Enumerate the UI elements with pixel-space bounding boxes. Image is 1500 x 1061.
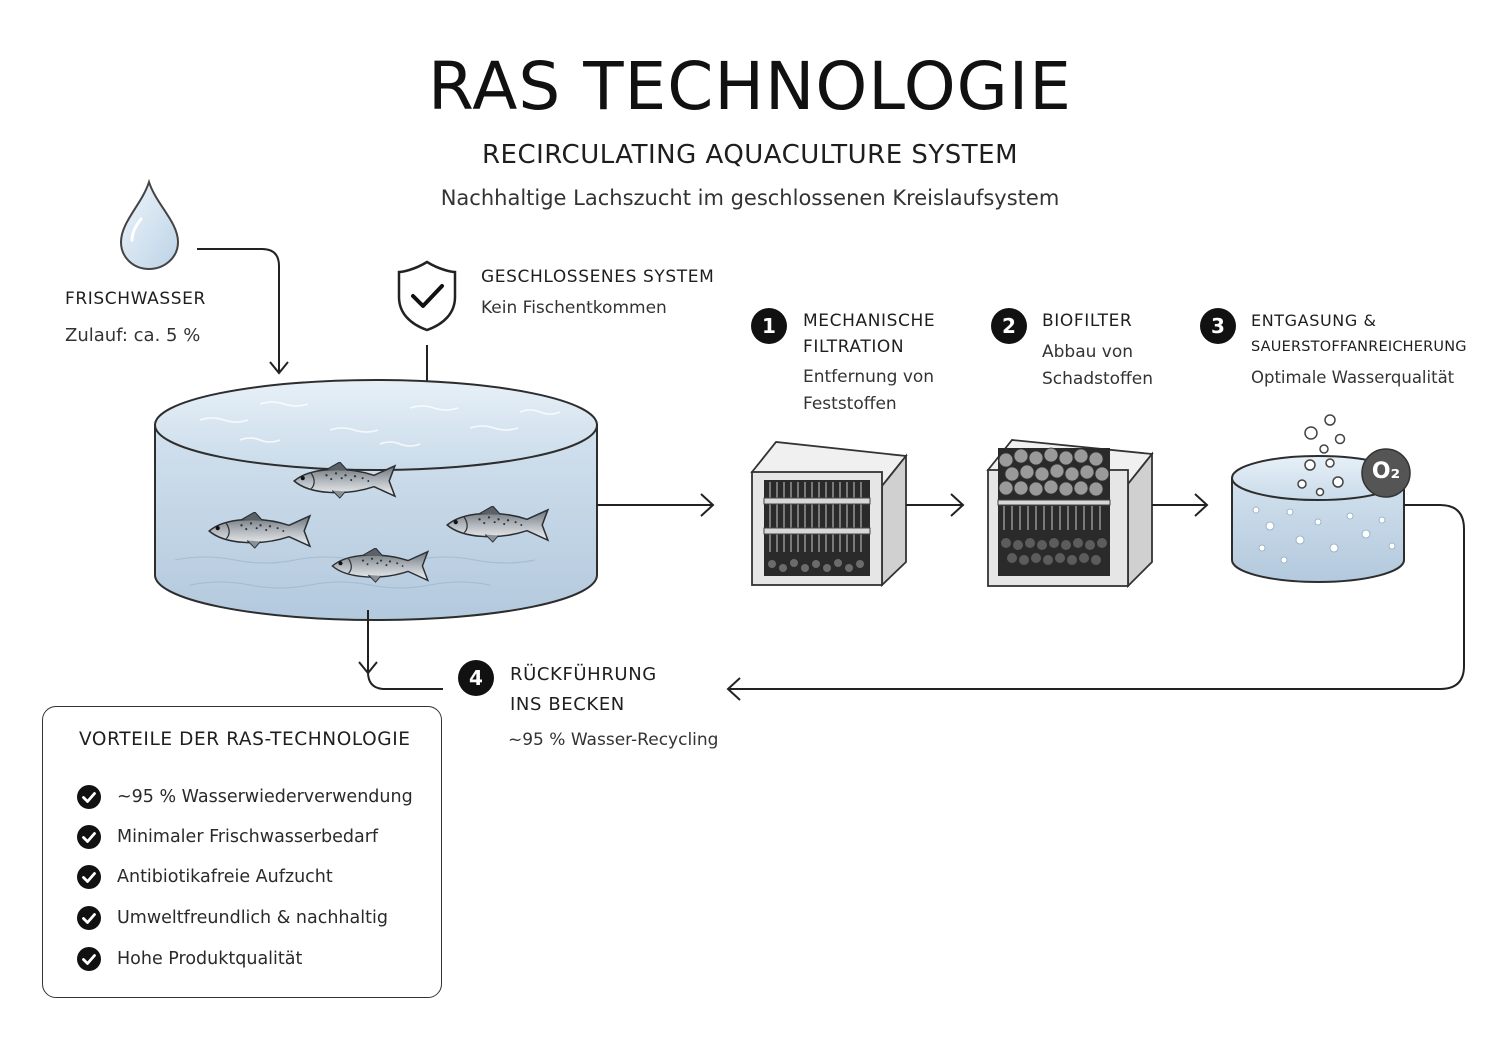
arrow-right-icon bbox=[1194, 493, 1209, 517]
step-2-description: Abbau von Schadstoffen bbox=[1042, 339, 1153, 393]
step-badge-2: 2 bbox=[991, 308, 1027, 344]
fish-tank bbox=[154, 379, 598, 621]
benefit-text: Umweltfreundlich & nachhaltig bbox=[117, 908, 388, 928]
benefits-title: VORTEILE DER RAS-TECHNOLOGIE bbox=[79, 729, 411, 750]
page-tagline: Nachhaltige Lachszucht im geschlossenen … bbox=[440, 186, 1060, 210]
fresh-water-inflow-line bbox=[197, 248, 280, 372]
step-badge-1: 1 bbox=[751, 308, 787, 344]
step-1-desc-line2: Feststoffen bbox=[803, 394, 897, 414]
oxygenation-tank-icon bbox=[1231, 414, 1411, 583]
mechanical-filter-icon bbox=[750, 441, 908, 588]
biofilter-icon bbox=[986, 439, 1154, 589]
shield-check-icon bbox=[397, 260, 457, 332]
water-drop-icon bbox=[119, 178, 180, 271]
arrow-left-icon bbox=[726, 677, 741, 701]
check-circle-icon bbox=[77, 865, 101, 889]
step-1-title-line1: MECHANISCHE bbox=[803, 311, 936, 331]
benefit-item: ~95 % Wasserwiederverwendung bbox=[77, 782, 413, 812]
fresh-water-detail: Zulauf: ca. 5 % bbox=[65, 325, 201, 346]
step-badge-4: 4 bbox=[458, 660, 494, 696]
step-2-desc-line2: Schadstoffen bbox=[1042, 369, 1153, 389]
step-1-description: Entfernung von Feststoffen bbox=[803, 364, 934, 418]
closed-system-detail: Kein Fischentkommen bbox=[481, 298, 667, 318]
step-4-description: ~95 % Wasser-Recycling bbox=[508, 730, 719, 750]
fresh-water-inflow-arrow-icon bbox=[269, 361, 289, 375]
step-2-title: BIOFILTER bbox=[1042, 311, 1133, 331]
closed-system-label: GESCHLOSSENES SYSTEM bbox=[481, 267, 715, 287]
arrow-right-icon bbox=[700, 493, 715, 517]
step-3-description: Optimale Wasserqualität bbox=[1251, 368, 1455, 387]
check-circle-icon bbox=[77, 825, 101, 849]
check-circle-icon bbox=[77, 785, 101, 809]
step-2-desc-line1: Abbau von bbox=[1042, 342, 1134, 362]
benefit-item: Antibiotikafreie Aufzucht bbox=[77, 862, 333, 892]
arrow-right-icon bbox=[950, 493, 965, 517]
step-1-desc-line1: Entfernung von bbox=[803, 367, 935, 387]
step-4-title-line1: RÜCKFÜHRUNG bbox=[510, 664, 657, 685]
benefit-item: Umweltfreundlich & nachhaltig bbox=[77, 903, 388, 933]
step-4-title: RÜCKFÜHRUNG INS BECKEN bbox=[510, 660, 657, 720]
benefits-panel: VORTEILE DER RAS-TECHNOLOGIE ~95 % Wasse… bbox=[42, 706, 442, 998]
oxygen-label: O₂ bbox=[1371, 459, 1401, 484]
fresh-water-label: FRISCHWASSER bbox=[65, 289, 206, 309]
page-subtitle: RECIRCULATING AQUACULTURE SYSTEM bbox=[481, 140, 1019, 170]
step-3-title: ENTGASUNG & SAUERSTOFFANREICHERUNG bbox=[1251, 308, 1467, 360]
step-1-title: MECHANISCHE FILTRATION bbox=[803, 308, 935, 360]
step-3-title-line1: ENTGASUNG & bbox=[1251, 311, 1377, 330]
benefit-text: Minimaler Frischwasserbedarf bbox=[117, 827, 379, 847]
step-1-title-line2: FILTRATION bbox=[803, 337, 905, 357]
return-loop-line bbox=[728, 504, 1465, 690]
benefit-item: Minimaler Frischwasserbedarf bbox=[77, 822, 378, 852]
check-circle-icon bbox=[77, 906, 101, 930]
oxygen-badge bbox=[1361, 448, 1411, 498]
step-4-title-line2: INS BECKEN bbox=[510, 694, 625, 715]
benefit-item: Hohe Produktqualität bbox=[77, 944, 302, 974]
benefit-text: Antibiotikafreie Aufzucht bbox=[117, 867, 333, 887]
check-circle-icon bbox=[77, 947, 101, 971]
benefit-text: ~95 % Wasserwiederverwendung bbox=[117, 787, 413, 807]
page-title: RAS TECHNOLOGIE bbox=[428, 48, 1072, 125]
benefit-text: Hohe Produktqualität bbox=[117, 949, 303, 969]
return-to-tank-line bbox=[367, 671, 443, 690]
step-badge-3: 3 bbox=[1200, 308, 1236, 344]
step-3-title-line2: SAUERSTOFFANREICHERUNG bbox=[1251, 339, 1467, 355]
